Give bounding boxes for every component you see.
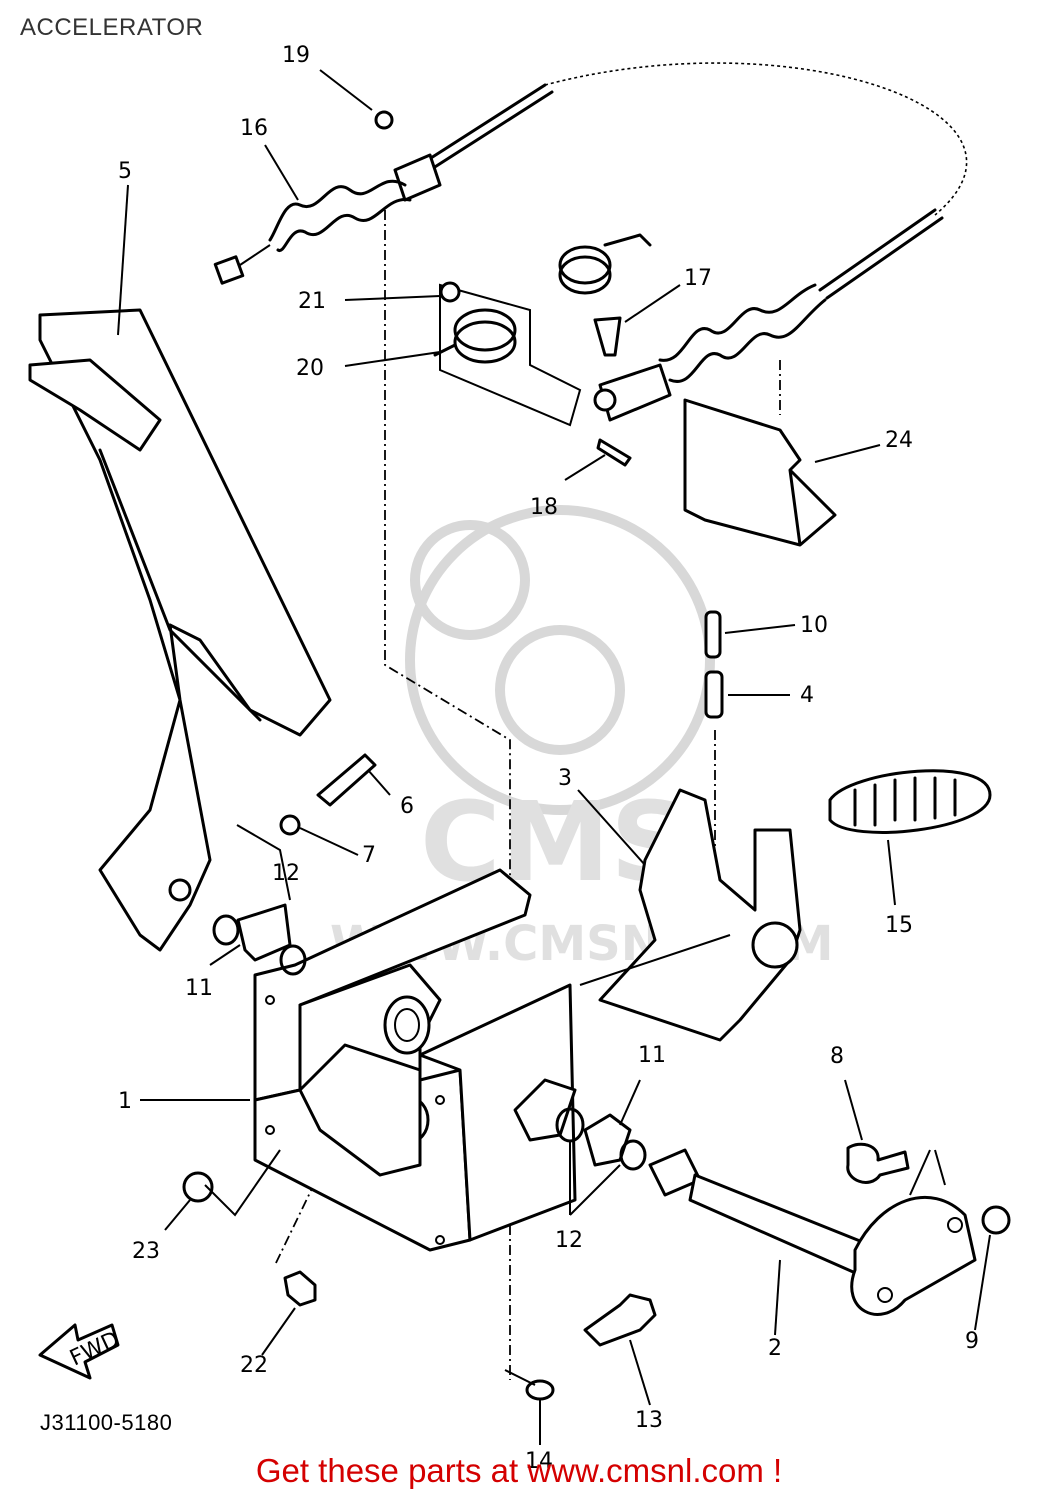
- collar-lower: [513, 1078, 577, 1142]
- callout-14: 14: [525, 1449, 553, 1474]
- o-ring-12-lower-right: [619, 1139, 647, 1171]
- shaft-2: [648, 1148, 977, 1316]
- accelerator-cable-lower: [593, 208, 944, 422]
- spring-15: [828, 769, 992, 834]
- page-title: ACCELERATOR: [20, 14, 204, 41]
- promo-link-text[interactable]: Get these parts at www.cmsnl.com !: [255, 1452, 783, 1489]
- callout-7: 7: [362, 843, 376, 868]
- collar-11-lower: [583, 1113, 632, 1167]
- callout-10: 10: [800, 613, 828, 638]
- roller-pin-4: [704, 670, 724, 719]
- callout-23: 23: [132, 1239, 160, 1264]
- bolt-6: [316, 753, 377, 807]
- callout-12-bottom: 12: [555, 1228, 583, 1253]
- throttle-lever-3: [598, 788, 802, 1042]
- callout-18: 18: [530, 495, 558, 520]
- nut-23: [182, 1171, 214, 1203]
- plate-24: [683, 398, 837, 547]
- diagram-code: J31100-5180: [40, 1410, 173, 1435]
- washer-7: [279, 814, 301, 836]
- bolt-13: [583, 1293, 657, 1347]
- callout-6: 6: [400, 794, 414, 819]
- callout-22: 22: [240, 1353, 268, 1378]
- o-ring-12-upper-right: [279, 944, 307, 976]
- callout-24: 24: [885, 428, 913, 453]
- cotter-pin-18: [596, 438, 632, 467]
- accelerator-cable-upper: [213, 83, 554, 285]
- screw-22: [283, 1270, 317, 1307]
- accelerator-pedal-5: [28, 308, 332, 952]
- nut-21: [439, 281, 461, 303]
- callout-2: 2: [768, 1336, 782, 1361]
- callout-13: 13: [635, 1408, 663, 1433]
- washer-14: [525, 1379, 555, 1401]
- callout-12-top: 12: [272, 861, 300, 886]
- callout-labels: 19 16 5 21 20 17 24 18 10 4 6 7 12 3 15 …: [118, 43, 979, 1474]
- return-springs: [433, 233, 652, 467]
- callout-15: 15: [885, 913, 913, 938]
- callout-20: 20: [296, 356, 324, 381]
- callout-3: 3: [558, 766, 572, 791]
- callout-11-bottom: 11: [638, 1043, 666, 1068]
- nut-9: [981, 1205, 1011, 1235]
- pin-17: [593, 316, 622, 357]
- callout-1: 1: [118, 1089, 132, 1114]
- bolt-8: [846, 1142, 910, 1184]
- o-ring-12-upper-left: [212, 914, 240, 946]
- callout-21: 21: [298, 289, 326, 314]
- bracket-1: [253, 868, 577, 1252]
- pin-10: [704, 610, 722, 659]
- callout-8: 8: [830, 1044, 844, 1069]
- forward-arrow-icon: FWD: [38, 1323, 123, 1380]
- collar-11-upper: [236, 903, 292, 962]
- callout-11-top: 11: [185, 976, 213, 1001]
- e-clip-19: [374, 110, 394, 130]
- callout-9: 9: [965, 1329, 979, 1354]
- callout-19: 19: [282, 43, 310, 68]
- callout-16: 16: [240, 116, 268, 141]
- callout-4: 4: [800, 683, 814, 708]
- callout-17: 17: [684, 266, 712, 291]
- callout-5: 5: [118, 159, 132, 184]
- leader-lines: [117, 69, 991, 1445]
